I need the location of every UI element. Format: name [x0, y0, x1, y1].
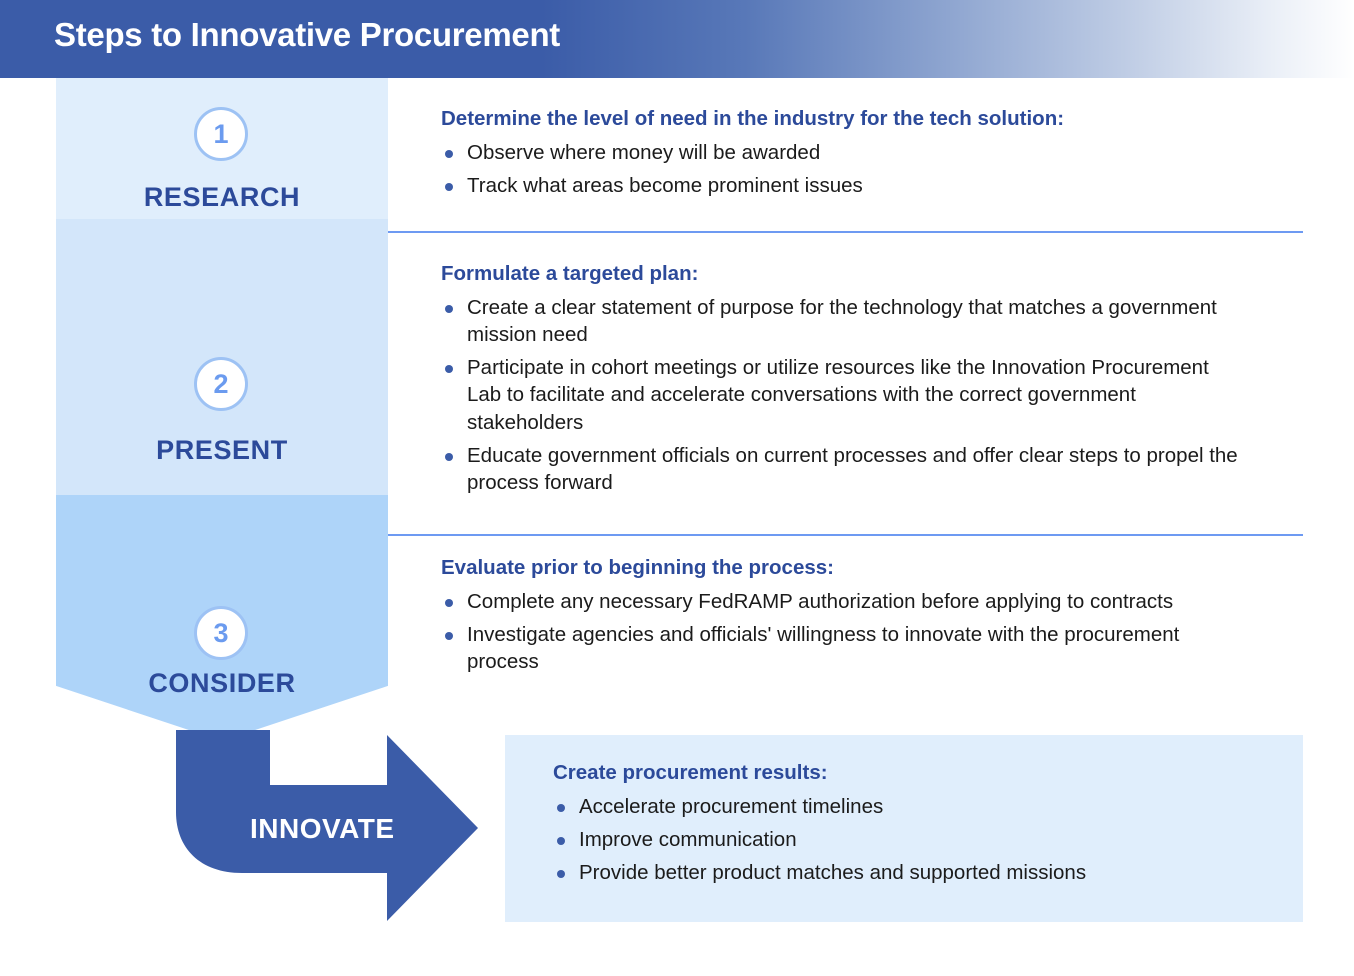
- innovate-label: INNOVATE: [250, 813, 395, 844]
- step-number-circle-1: 1: [194, 107, 248, 161]
- list-item: Create a clear statement of purpose for …: [441, 294, 1241, 349]
- list-item: Participate in cohort meetings or utiliz…: [441, 354, 1241, 436]
- list-item: Investigate agencies and officials' will…: [441, 621, 1241, 676]
- step-number-circle-2: 2: [194, 357, 248, 411]
- section-divider-2: [388, 534, 1303, 536]
- step-content-present: Formulate a targeted plan: Create a clea…: [441, 261, 1241, 502]
- innovate-arrow-icon: [176, 730, 478, 921]
- section-divider-1: [388, 231, 1303, 233]
- list-item: Improve communication: [553, 826, 1283, 853]
- header-banner: [0, 0, 1354, 78]
- step-heading-consider: Evaluate prior to beginning the process:: [441, 556, 834, 579]
- list-item: Provide better product matches and suppo…: [553, 859, 1283, 886]
- step-heading-present: Formulate a targeted plan:: [441, 262, 699, 285]
- step-bullets-consider: Complete any necessary FedRAMP authoriza…: [441, 588, 1241, 676]
- results-bullets: Accelerate procurement timelines Improve…: [553, 793, 1283, 887]
- step-bullets-present: Create a clear statement of purpose for …: [441, 294, 1241, 497]
- results-content: Create procurement results: Accelerate p…: [553, 760, 1283, 892]
- results-heading: Create procurement results:: [553, 761, 828, 784]
- list-item: Educate government officials on current …: [441, 442, 1241, 497]
- list-item: Accelerate procurement timelines: [553, 793, 1283, 820]
- step-label-consider: CONSIDER: [148, 668, 296, 698]
- step-bullets-research: Observe where money will be awarded Trac…: [441, 139, 1241, 200]
- page-title: Steps to Innovative Procurement: [54, 16, 560, 53]
- list-item: Observe where money will be awarded: [441, 139, 1241, 166]
- step-heading-research: Determine the level of need in the indus…: [441, 107, 1065, 130]
- step-content-consider: Evaluate prior to beginning the process:…: [441, 555, 1241, 681]
- step-label-present: PRESENT: [156, 435, 288, 465]
- list-item: Complete any necessary FedRAMP authoriza…: [441, 588, 1241, 615]
- step-number-circle-3: 3: [194, 606, 248, 660]
- step-label-research: RESEARCH: [143, 182, 301, 212]
- step-content-research: Determine the level of need in the indus…: [441, 106, 1241, 205]
- results-panel: Create procurement results: Accelerate p…: [505, 735, 1303, 922]
- list-item: Track what areas become prominent issues: [441, 172, 1241, 199]
